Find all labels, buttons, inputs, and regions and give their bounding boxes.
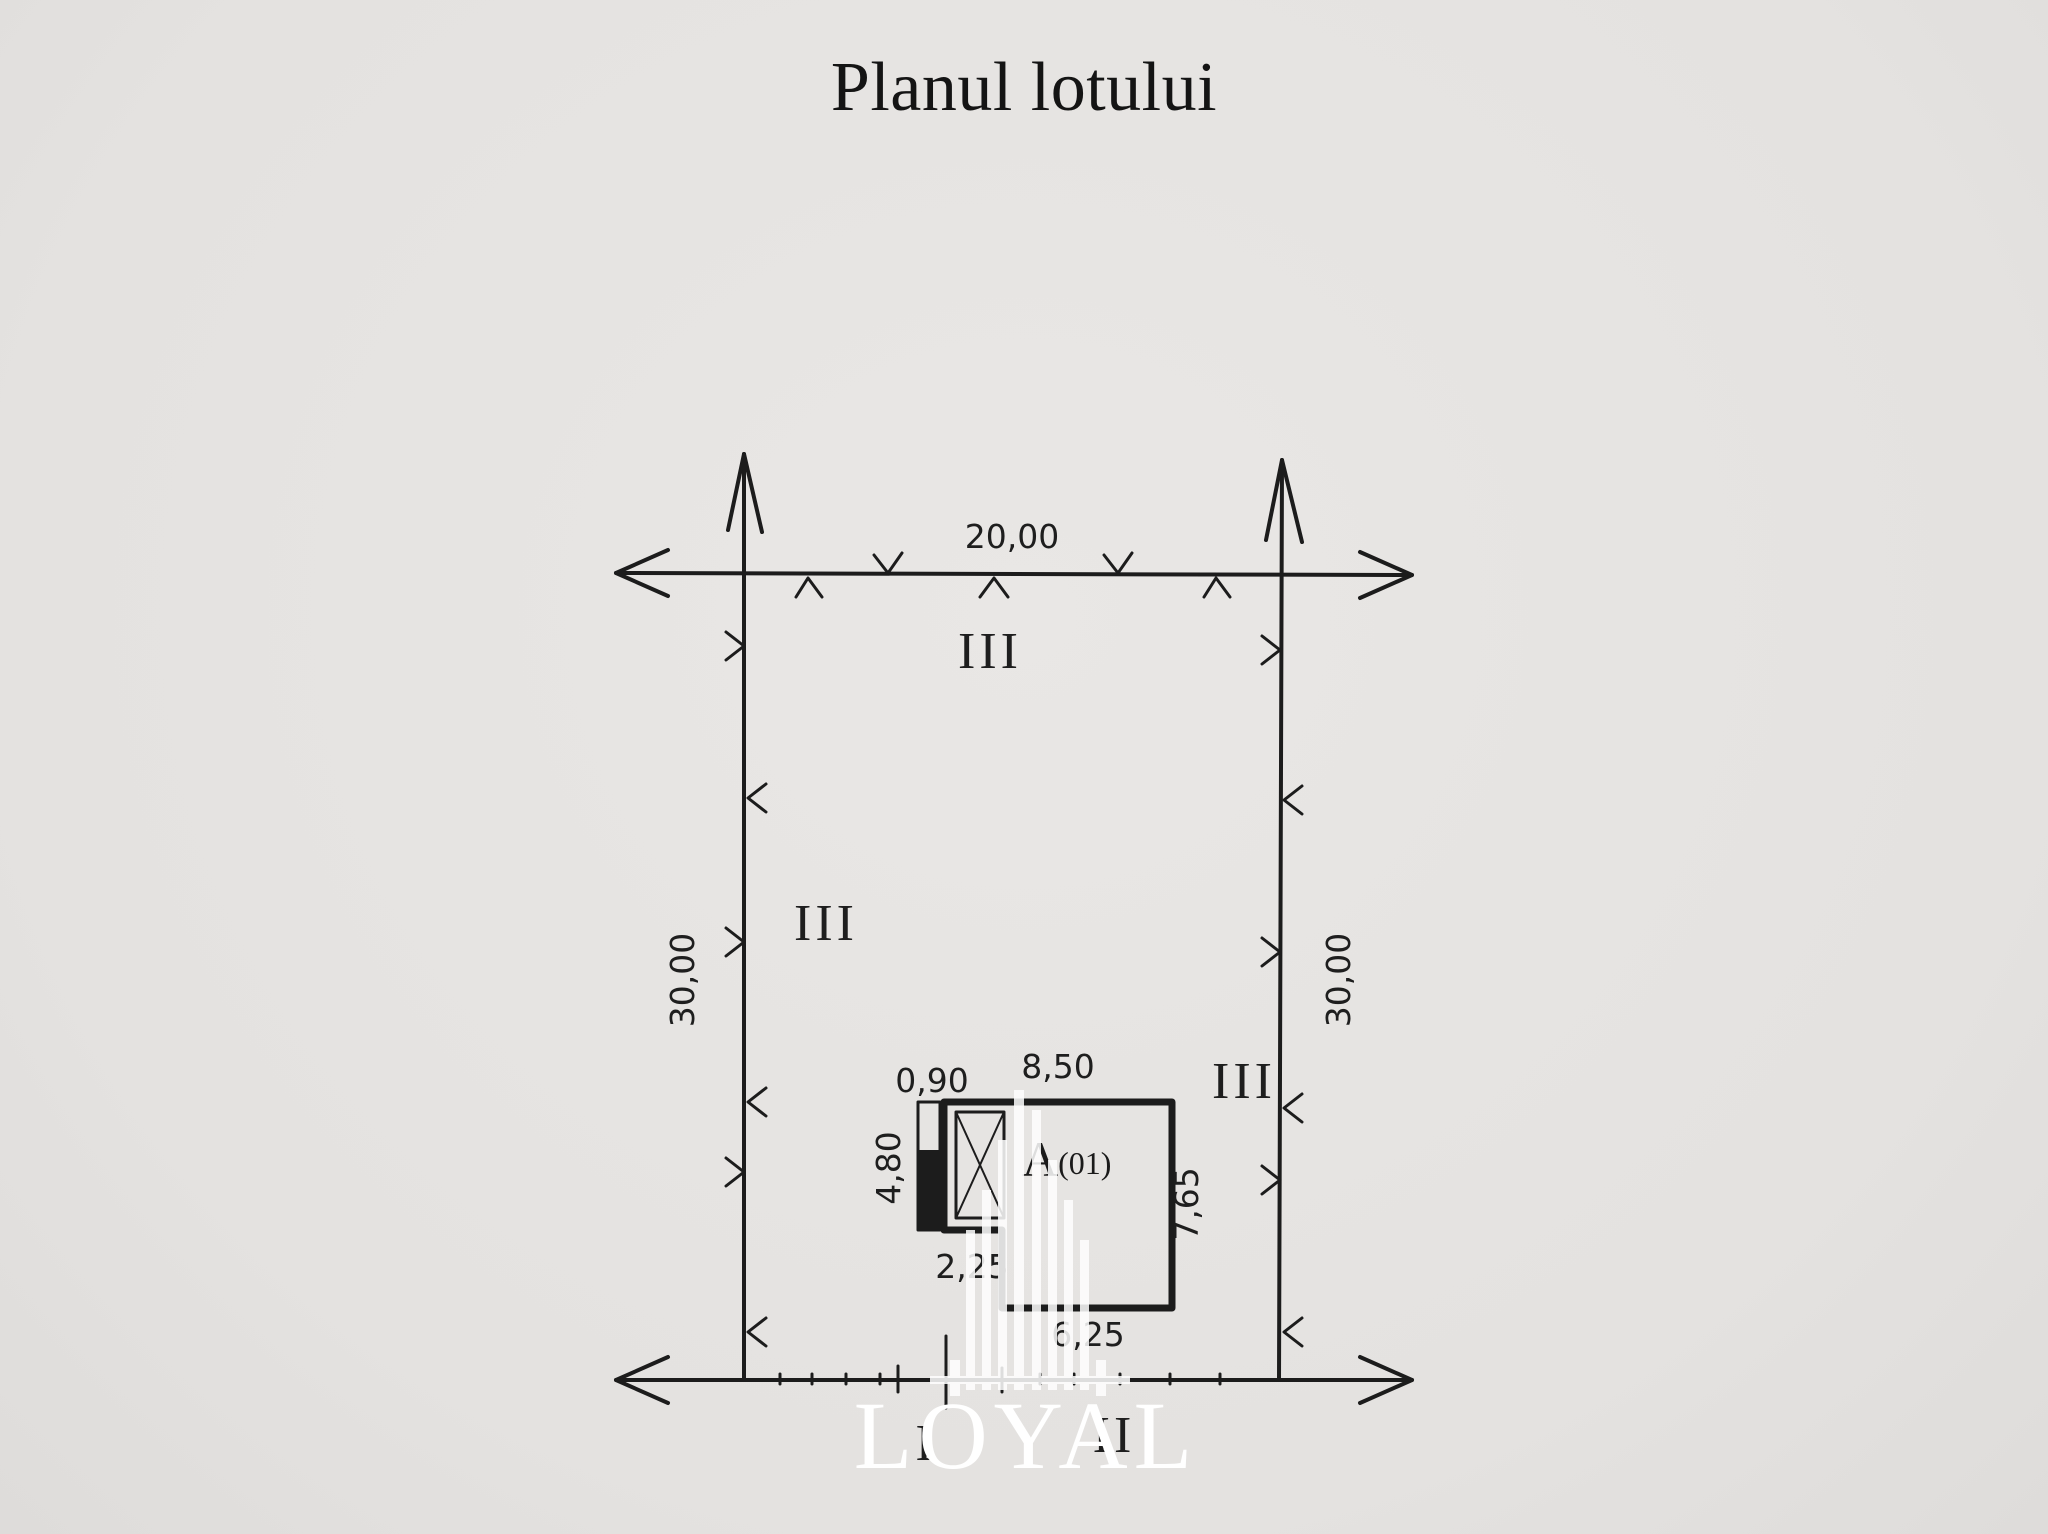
arrow-left-icon <box>614 548 670 598</box>
dim-building-right: 7,65 <box>1167 1167 1206 1240</box>
arrow-up-icon <box>1264 458 1304 544</box>
arrow-right-icon <box>1358 550 1414 600</box>
dim-left-height: 30,00 <box>663 933 702 1027</box>
building-a-porch-fill <box>918 1150 940 1230</box>
neighbor-bottom-right-label: II <box>1093 1407 1136 1464</box>
fence-ticks-top <box>794 551 1232 599</box>
arrow-right-icon <box>1358 1355 1414 1405</box>
dim-building-top: 8,50 <box>1021 1047 1094 1086</box>
page-title: Planul lotului <box>830 49 1218 126</box>
arrow-up-icon <box>726 452 764 534</box>
dim-top-width: 20,00 <box>965 517 1059 556</box>
plot-boundary-right <box>1277 458 1284 1382</box>
fence-ticks-left <box>724 630 768 1348</box>
neighbor-top-label: III <box>958 623 1022 680</box>
watermark-text: LOYAL <box>854 1382 1199 1489</box>
plot-boundary-top <box>614 571 1414 577</box>
watermark-logo <box>930 1090 1130 1396</box>
dim-porch-width: 0,90 <box>895 1061 968 1100</box>
dim-porch-height: 4,80 <box>869 1131 908 1204</box>
neighbor-bottom-left-label: I <box>915 1415 936 1472</box>
fence-ticks-right <box>1260 634 1304 1348</box>
arrow-left-icon <box>614 1355 670 1405</box>
neighbor-left-label: III <box>794 895 858 952</box>
neighbor-right-label: III <box>1212 1053 1276 1110</box>
dim-right-height: 30,00 <box>1319 933 1358 1027</box>
